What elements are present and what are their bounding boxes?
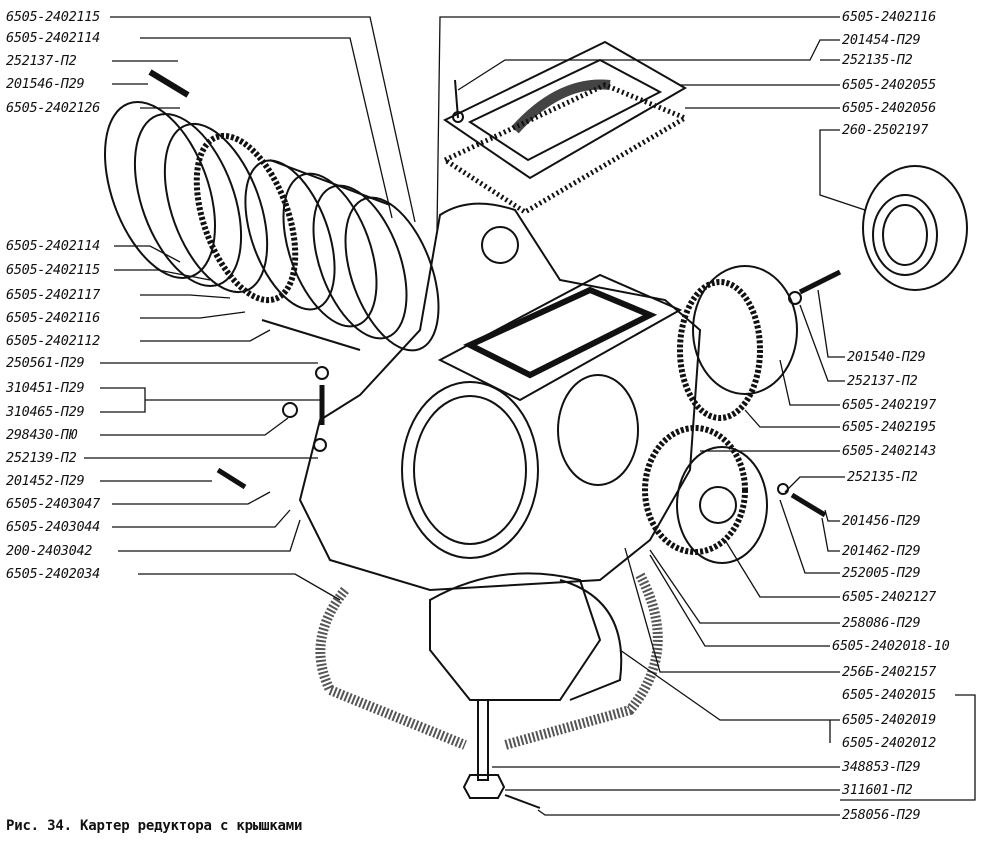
part-label: 298430-ПЮ xyxy=(6,427,77,443)
part-label: 6505-2402195 xyxy=(842,419,936,435)
part-label: 348853-П29 xyxy=(842,759,921,775)
part-label: 6505-2402114 xyxy=(6,238,100,254)
part-label: 310451-П29 xyxy=(6,380,85,396)
part-label: 201462-П29 xyxy=(842,543,921,559)
part-label: 6505-2402116 xyxy=(842,9,936,25)
main-housing xyxy=(298,202,702,592)
leader-lines-left xyxy=(84,16,416,601)
part-label: 201540-П29 xyxy=(847,349,926,365)
part-label: 256Б-2402157 xyxy=(842,664,936,680)
right-bearing-cover xyxy=(862,165,968,291)
part-label: 6505-2402019 xyxy=(842,712,936,728)
part-label: 252137-П2 xyxy=(6,53,77,69)
part-label: 6505-2402034 xyxy=(6,566,100,582)
part-label: 6505-2402126 xyxy=(6,100,100,116)
left-flange-stack xyxy=(104,101,440,352)
part-label: 252137-П2 xyxy=(847,373,918,389)
part-label: 258086-П29 xyxy=(842,615,921,631)
top-cover xyxy=(439,40,691,215)
part-label: 6505-2402112 xyxy=(6,333,100,349)
part-label: 6505-2402115 xyxy=(6,9,100,25)
leader-lines-right xyxy=(436,16,976,816)
part-label: 6505-2402012 xyxy=(842,735,936,751)
part-label: 6505-2402018-10 xyxy=(832,638,950,654)
part-label: 6505-2402127 xyxy=(842,589,936,605)
part-label: 6505-2402143 xyxy=(842,443,936,459)
part-label: 252135-П2 xyxy=(847,469,918,485)
part-label: 250561-П29 xyxy=(6,355,85,371)
part-label: 6505-2402114 xyxy=(6,30,100,46)
part-label: 6505-2403047 xyxy=(6,496,100,512)
part-label: 201454-П29 xyxy=(842,32,921,48)
right-side-covers xyxy=(642,265,798,564)
fasteners xyxy=(148,69,842,518)
part-label: 310465-П29 xyxy=(6,404,85,420)
part-label: 311601-П2 xyxy=(842,782,913,798)
part-label: 201456-П29 xyxy=(842,513,921,529)
part-label: 6505-2402056 xyxy=(842,100,936,116)
part-label: 252139-П2 xyxy=(6,450,77,466)
part-label: 6505-2402116 xyxy=(6,310,100,326)
figure-caption: Рис. 34. Картер редуктора с крышками xyxy=(6,818,303,834)
part-label: 6505-2402117 xyxy=(6,287,100,303)
part-label: 6505-2403044 xyxy=(6,519,100,535)
part-label: 252005-П29 xyxy=(842,565,921,581)
part-label: 6505-2402055 xyxy=(842,77,936,93)
bottom-cover xyxy=(315,572,663,809)
part-label: 260-2502197 xyxy=(842,122,929,138)
part-label: 6505-2402197 xyxy=(842,397,936,413)
part-label: 6505-2402015 xyxy=(842,687,936,703)
part-label: 201452-П29 xyxy=(6,473,85,489)
part-label: 201546-П29 xyxy=(6,76,85,92)
part-label: 200-2403042 xyxy=(6,543,93,559)
part-label: 258056-П29 xyxy=(842,807,921,823)
part-label: 252135-П2 xyxy=(842,52,913,68)
part-label: 6505-2402115 xyxy=(6,262,100,278)
